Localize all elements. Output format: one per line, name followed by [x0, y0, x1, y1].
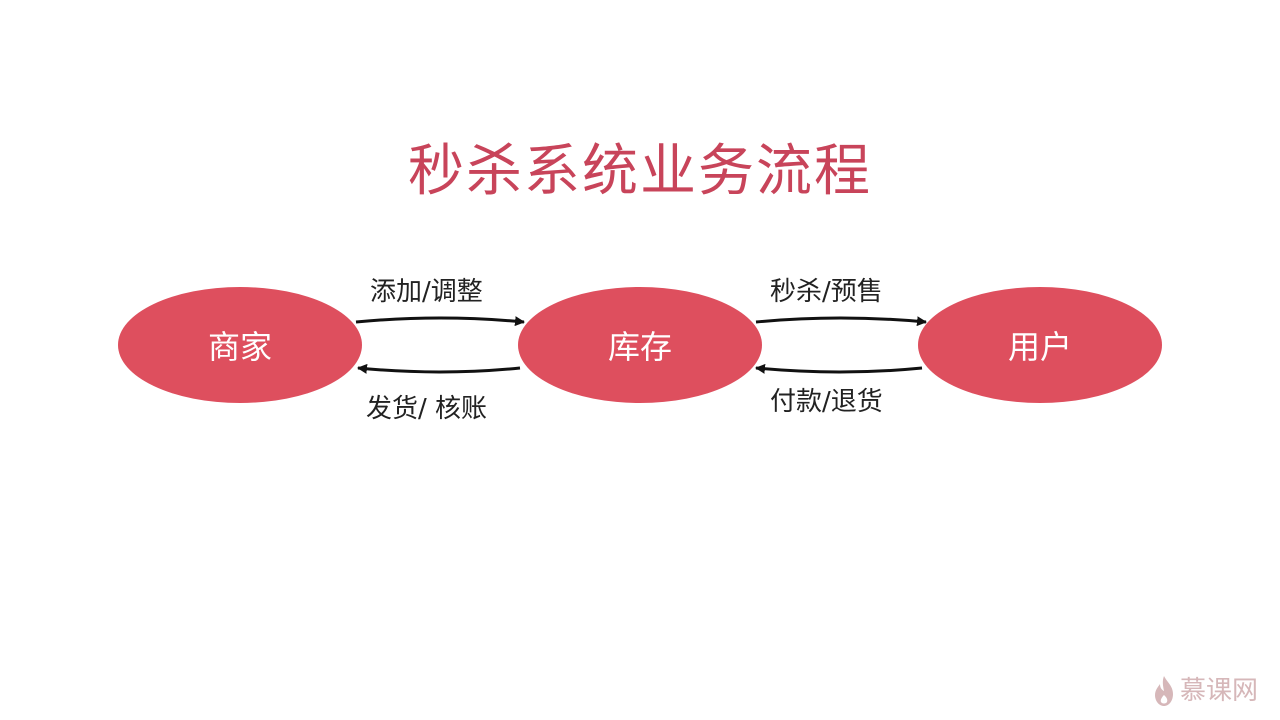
- arrow-inventory-to-merchant: [357, 363, 521, 374]
- brand-logo: 慕课网: [1152, 674, 1258, 708]
- arrow-merchant-to-inventory: [355, 316, 525, 327]
- page-title: 秒杀系统业务流程: [408, 139, 872, 204]
- logo-text: 慕课网: [1179, 676, 1258, 706]
- edge-label-ship-reconcile: 发货/ 核账: [366, 394, 488, 424]
- arrow-inventory-to-user: [755, 316, 927, 327]
- flame-icon: [1152, 675, 1176, 707]
- arrow-user-to-inventory: [755, 363, 923, 374]
- edge-label-seckill-presale: 秒杀/预售: [770, 277, 883, 307]
- node-inventory: 库存: [518, 287, 762, 403]
- edge-label-add-adjust: 添加/调整: [370, 277, 483, 307]
- node-user: 用户: [918, 287, 1162, 403]
- edge-label-pay-return: 付款/退货: [770, 387, 883, 417]
- node-merchant: 商家: [118, 287, 362, 403]
